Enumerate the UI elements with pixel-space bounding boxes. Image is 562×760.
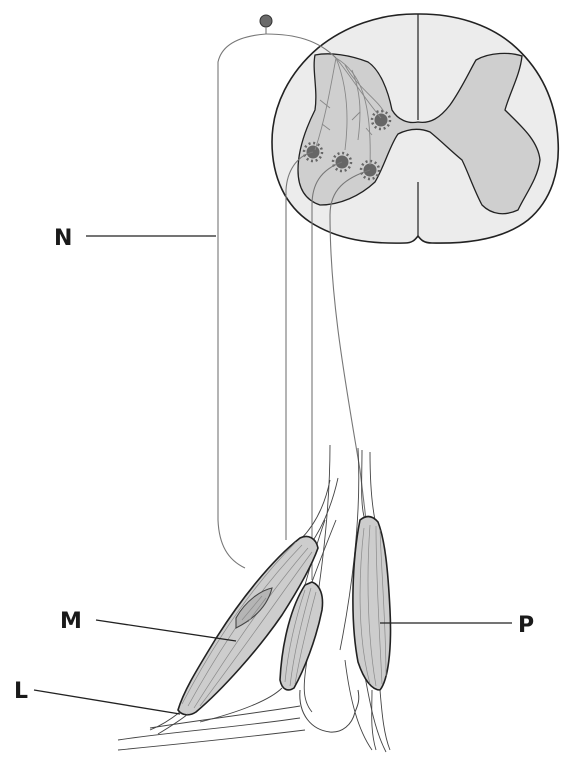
muscle-m-tendon-top (300, 478, 338, 545)
dorsal-root-ganglion-cell (260, 15, 272, 27)
leader-lines (34, 236, 512, 714)
label-p: P (518, 613, 534, 638)
leader-line-m (96, 620, 236, 641)
label-n: N (54, 226, 72, 251)
muscle-p-tendon-top (362, 450, 375, 520)
label-m: M (60, 609, 82, 634)
elbow-joint-outline (300, 690, 359, 732)
forearm-bones (118, 706, 305, 750)
spinal-cord-cross-section (272, 14, 558, 243)
sensory-nerve-fiber (218, 34, 266, 568)
label-l: L (14, 679, 28, 704)
leader-line-l (34, 690, 180, 714)
muscle-p-belly (353, 516, 391, 690)
humerus-shaft (304, 445, 330, 712)
